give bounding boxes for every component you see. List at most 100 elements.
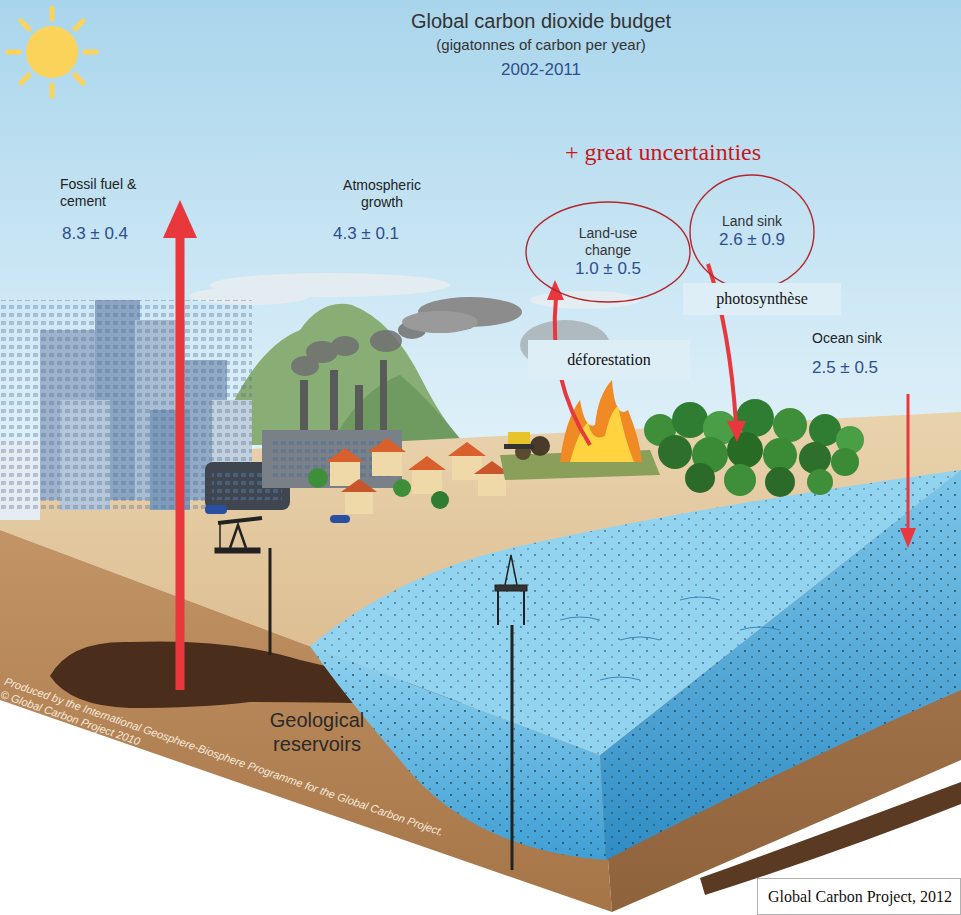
oil-pumpjack — [218, 518, 262, 523]
annotation-box: photosynthèse — [683, 283, 841, 315]
flux-arrows — [907, 394, 910, 530]
oil-pumpjack — [219, 523, 221, 548]
node-heading: Land sink — [722, 213, 782, 230]
ocean — [560, 617, 600, 620]
oil-pumpjack — [269, 548, 272, 655]
factory — [370, 330, 402, 352]
oil-rig — [497, 591, 499, 625]
houses — [341, 479, 377, 492]
node-heading: déforestation — [567, 350, 651, 369]
houses — [368, 438, 406, 452]
clouds — [190, 273, 640, 309]
factory — [402, 311, 478, 333]
forest — [765, 467, 795, 497]
deforestation-fire — [560, 380, 642, 462]
houses — [431, 491, 449, 509]
reservoir-label: Geological reservoirs — [250, 708, 384, 756]
cars — [330, 515, 350, 523]
oil-pumpjack — [215, 518, 270, 655]
source-caption: Global Carbon Project, 2012 — [757, 878, 961, 915]
deforestation-fire — [570, 406, 634, 462]
node-value: 2.6 ± 0.9 — [719, 230, 785, 250]
forest — [799, 442, 831, 474]
factory — [262, 297, 522, 488]
sun — [21, 75, 29, 83]
factory — [331, 336, 359, 356]
forest — [644, 399, 864, 497]
ocean — [310, 470, 961, 755]
flux-arrows — [900, 528, 916, 548]
oil-rig — [495, 585, 527, 591]
node-value: 1.0 ± 0.5 — [575, 259, 641, 279]
factory — [291, 321, 426, 376]
flux-value: 4.3 ± 0.1 — [333, 224, 399, 244]
forest — [773, 408, 807, 442]
houses — [393, 479, 411, 497]
flux-name: Fossil fuel & cement — [60, 176, 160, 210]
oil-rig — [495, 555, 527, 870]
houses — [308, 438, 510, 514]
oil-rig — [511, 625, 514, 870]
forest — [724, 464, 756, 496]
ocean — [310, 470, 961, 860]
sun — [75, 21, 83, 29]
flux-arrows — [163, 200, 197, 238]
cars — [205, 505, 227, 514]
ocean — [310, 470, 961, 755]
annotation-box: déforestation — [528, 340, 690, 380]
sun — [8, 50, 19, 55]
flux-value: 2.5 ± 0.5 — [812, 358, 878, 378]
sun — [26, 26, 78, 78]
oil-rig — [505, 555, 517, 585]
deforestation-fire — [508, 432, 530, 444]
units-subtitle: (gigatonnes of carbon per year) — [436, 36, 645, 54]
forest — [685, 463, 715, 493]
sun — [8, 8, 96, 96]
oil-rig — [523, 591, 525, 625]
sun — [75, 75, 83, 83]
ocean — [600, 677, 640, 680]
uncertainty-note: + great uncertainties — [565, 138, 761, 167]
forest — [727, 432, 763, 468]
factory — [262, 430, 402, 488]
houses — [345, 492, 373, 514]
ellipse-outline — [690, 175, 814, 289]
node-heading: Land-use change — [572, 225, 644, 259]
sun — [50, 85, 55, 96]
forest — [763, 438, 797, 472]
ocean — [680, 597, 720, 600]
forest — [658, 435, 692, 469]
flux-name: Atmospheric growth — [327, 177, 437, 211]
houses — [452, 456, 482, 480]
oil-pumpjack — [215, 548, 260, 553]
ocean — [740, 627, 780, 630]
ocean — [620, 637, 660, 640]
flux-arrows — [163, 200, 916, 690]
period-label: 2002-2011 — [501, 60, 581, 80]
ellipse-outline — [526, 202, 690, 302]
sun — [21, 21, 29, 29]
diagram-title: Global carbon dioxide budget — [411, 9, 671, 33]
flux-arrows — [727, 421, 746, 442]
houses — [448, 442, 486, 456]
cars — [205, 505, 350, 523]
node-heading: photosynthèse — [716, 289, 808, 308]
deforestation-fire — [504, 444, 534, 449]
houses — [372, 452, 402, 476]
flux-arrows — [176, 232, 185, 690]
flux-name: Ocean sink — [812, 330, 882, 347]
forest — [807, 469, 833, 495]
sun — [50, 8, 55, 19]
forest — [672, 402, 708, 438]
houses — [308, 468, 328, 488]
ocean — [560, 597, 780, 680]
forest — [831, 448, 859, 476]
uncertainty-ellipse: Land sink2.6 ± 0.9 — [689, 174, 815, 290]
sun — [8, 8, 96, 96]
buildings — [0, 300, 290, 520]
oil-pumpjack — [230, 525, 246, 548]
uncertainty-ellipse: Land-use change1.0 ± 0.5 — [525, 201, 691, 303]
houses — [478, 474, 506, 496]
